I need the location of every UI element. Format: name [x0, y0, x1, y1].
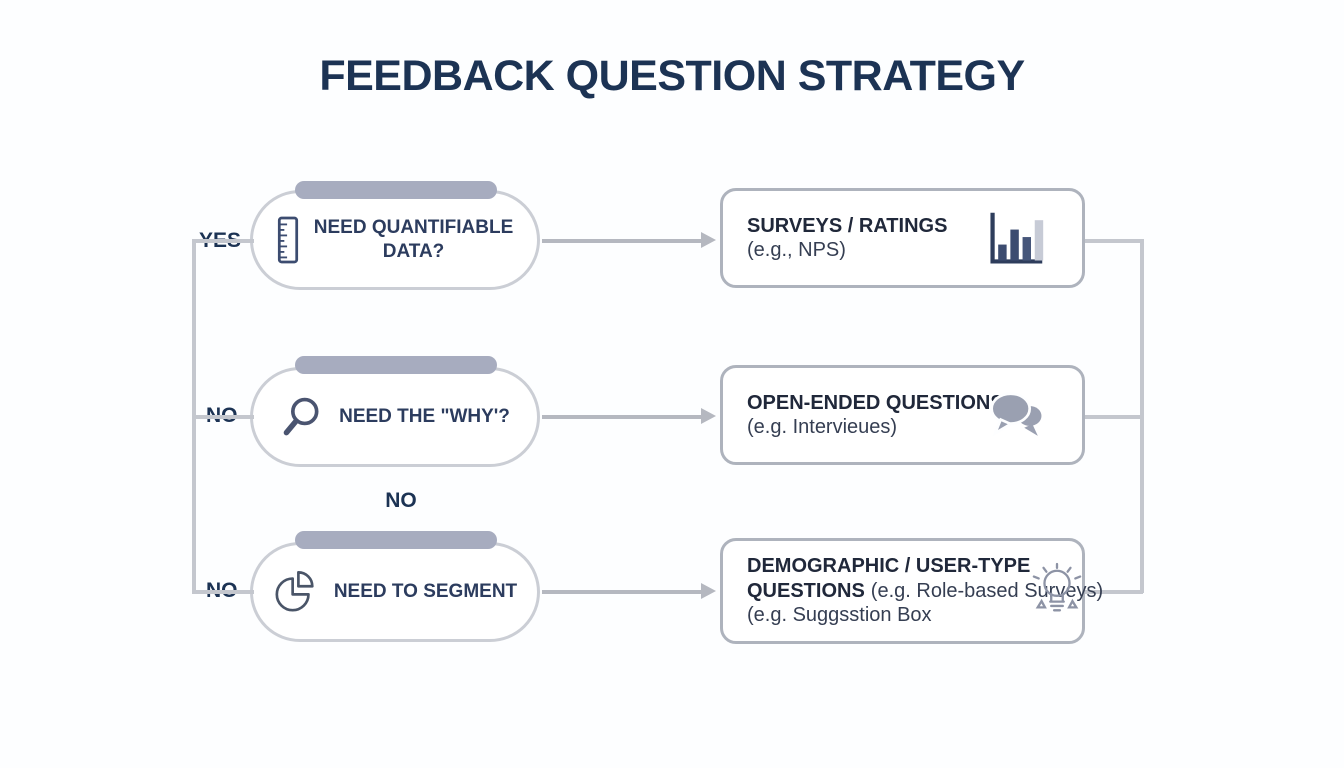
decision-label: NEED TO SEGMENT [333, 581, 518, 603]
arrow-head-1 [701, 232, 716, 248]
merge-stub-bottom [1083, 590, 1143, 594]
magnifier-icon [280, 395, 324, 439]
pill-topbar-1 [295, 181, 497, 199]
yes-branch-stub [192, 239, 254, 243]
ruler-icon [277, 216, 299, 264]
bar-chart-icon [986, 209, 1046, 267]
arrow-line-1 [542, 239, 702, 243]
outcome-subtitle: (e.g., NPS) [747, 239, 846, 261]
speech-bubbles-icon [988, 389, 1046, 441]
arrow-head-2 [701, 408, 716, 424]
no-branch-stub-middle [192, 415, 254, 419]
outcome-subtitle: (e.g. Intervieues) [747, 416, 898, 438]
pill-topbar-3 [295, 531, 497, 549]
arrow-line-2 [542, 415, 702, 419]
lightbulb-icon [1030, 562, 1084, 620]
merge-stub-top [1083, 239, 1143, 243]
outcome-text: OPEN-ENDED QUESTIONS (e.g. Intervieues) [747, 391, 1004, 440]
merge-stub-middle [1083, 415, 1143, 419]
outcome-title-line2: QUESTIONS(e.g. Role-based Surveys) [747, 579, 1104, 602]
outcome-surveys-ratings: SURVEYS / RATINGS (e.g., NPS) [720, 188, 1085, 288]
pie-chart-icon [273, 569, 319, 615]
no-label-above-segment: NO [368, 489, 434, 513]
outcome-open-ended: OPEN-ENDED QUESTIONS (e.g. Intervieues) [720, 365, 1085, 465]
decision-label: NEED THE "WHY'? [339, 406, 510, 428]
pill-topbar-2 [295, 356, 497, 374]
outcome-text: DEMOGRAPHIC / USER-TYPE QUESTIONS(e.g. R… [747, 554, 1104, 627]
decision-need-segment: NEED TO SEGMENT [250, 542, 540, 642]
decision-need-why: NEED THE "WHY'? [250, 367, 540, 467]
arrow-head-3 [701, 583, 716, 599]
outcome-demographic: DEMOGRAPHIC / USER-TYPE QUESTIONS(e.g. R… [720, 538, 1104, 644]
outcome-text: SURVEYS / RATINGS (e.g., NPS) [747, 214, 986, 263]
no-branch-stub-bottom [192, 590, 254, 594]
outcome-title: DEMOGRAPHIC / USER-TYPE [747, 555, 1031, 578]
outcome-title: OPEN-ENDED QUESTIONS [747, 391, 1004, 414]
outcome-title: SURVEYS / RATINGS [747, 214, 948, 237]
page-title: FEEDBACK QUESTION STRATEGY [319, 52, 1025, 100]
arrow-line-3 [542, 590, 702, 594]
outcome-line3: (e.g. Suggsstion Box [747, 604, 932, 627]
